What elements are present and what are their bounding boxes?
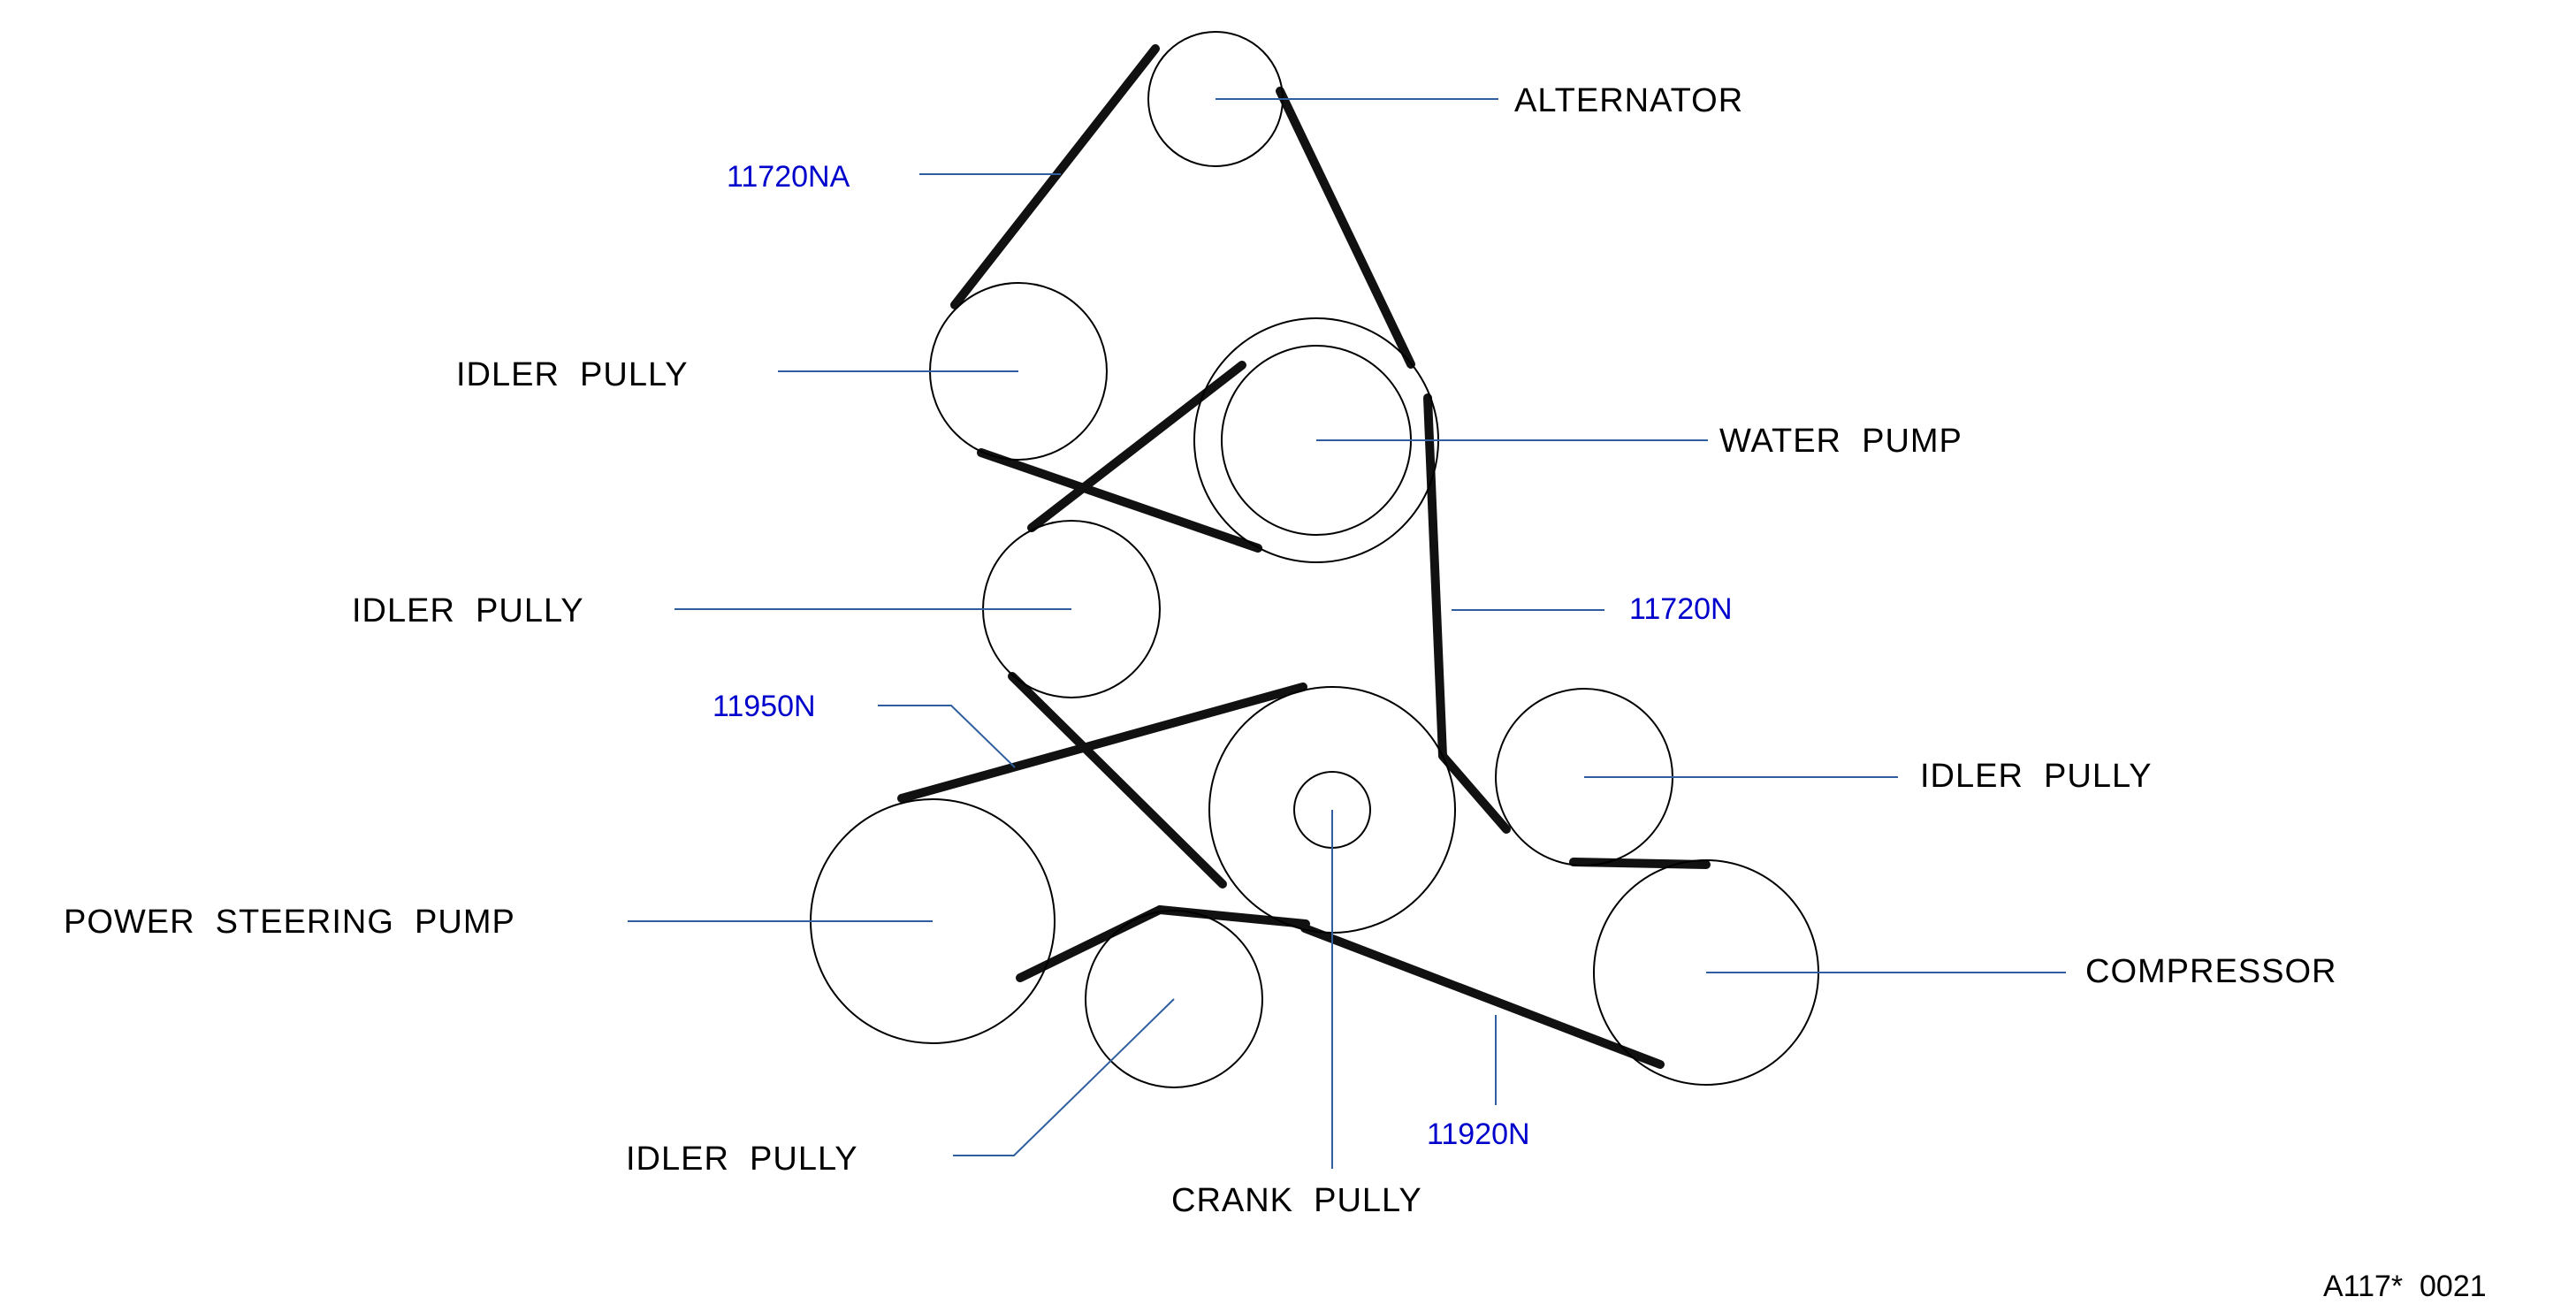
idler-pully-2-label: IDLER PULLY — [352, 592, 584, 629]
belt-11950n — [897, 672, 1310, 982]
belt-11720n — [1027, 361, 1511, 834]
idler-pully-4-leader — [953, 998, 1175, 1156]
belt-11920n — [1300, 858, 1711, 1069]
belt-11720n-part-number: 11720N — [1629, 592, 1733, 626]
idler-pully-3-label: IDLER PULLY — [1920, 758, 2153, 795]
crank-pully-label: CRANK PULLY — [1171, 1182, 1422, 1219]
belt-11720na-part-number: 11720NA — [727, 160, 850, 194]
diagram-reference-code: A117* 0021 — [2323, 1270, 2487, 1303]
idler-pully-1-label: IDLER PULLY — [456, 356, 689, 393]
compressor-label: COMPRESSOR — [2085, 953, 2336, 990]
power-steering-pump-label: POWER STEERING PUMP — [64, 904, 515, 941]
alternator-label: ALTERNATOR — [1514, 82, 1743, 119]
belt-11920n-part-number: 11920N — [1427, 1117, 1530, 1151]
idler-pully-4-label: IDLER PULLY — [626, 1140, 858, 1178]
belt-11950n-leader — [878, 705, 1016, 768]
water-pump-label: WATER PUMP — [1719, 423, 1962, 460]
belt-11950n-part-number: 11950N — [713, 690, 816, 723]
belt-11720na — [950, 44, 1415, 553]
idler-pulley-lower — [1085, 910, 1263, 1088]
